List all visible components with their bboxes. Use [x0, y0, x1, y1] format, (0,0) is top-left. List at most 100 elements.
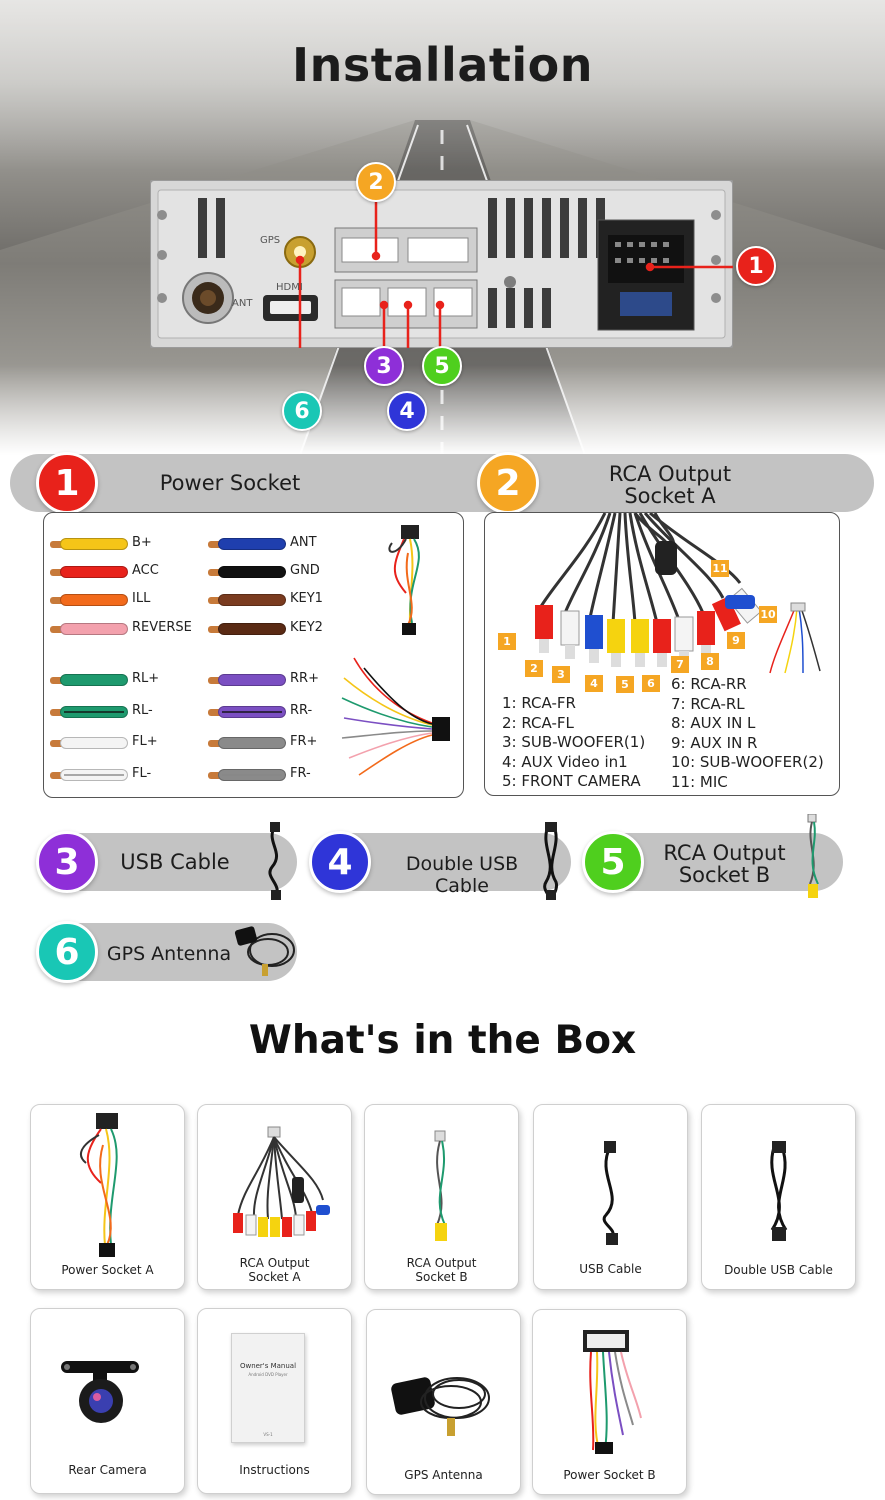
- copper-strip: [208, 597, 224, 604]
- box-item-rca-output-socket-b: RCA Output Socket B: [364, 1104, 519, 1290]
- wire-label: GND: [290, 563, 320, 578]
- rca-list-item: 4: AUX Video in1: [502, 752, 628, 771]
- wire-label: RR-: [290, 703, 313, 718]
- usb-cable-badge: 3: [36, 831, 98, 893]
- manual-page: VS-1: [263, 1432, 273, 1437]
- usb-cable-label: USB Cable: [120, 850, 230, 874]
- box-item-usb-cable: USB Cable: [533, 1104, 688, 1290]
- box-item-rear-camera: Rear Camera: [30, 1308, 185, 1494]
- sky-fog: [0, 0, 885, 170]
- wire-jacket: [218, 674, 286, 686]
- rca-a-badge: 2: [477, 452, 539, 514]
- gps-antenna-icon: [234, 926, 295, 976]
- power-socket-label: Power Socket: [159, 471, 301, 495]
- rca-a-label-line2: Socket A: [624, 484, 716, 508]
- harness-illustration: [341, 525, 450, 776]
- wire-label: ANT: [290, 535, 317, 550]
- head-unit-rear: GPS ANT HDMI: [150, 180, 733, 348]
- rca-tag-11: 11: [711, 560, 729, 577]
- rca-list-item: 1: RCA-FR: [502, 694, 576, 712]
- box-section-title: What's in the Box: [248, 1018, 637, 1063]
- wire-label: KEY1: [290, 591, 323, 606]
- wire-label: FL-: [132, 766, 152, 781]
- wire-label: ILL: [132, 591, 151, 606]
- double-usb-badge: 4: [309, 831, 371, 893]
- rca-list-item: 6: RCA-RR: [671, 675, 747, 693]
- box-item-caption: Double USB Cable: [724, 1263, 833, 1277]
- copper-strip: [208, 740, 224, 747]
- rca-tag-2: 2: [525, 660, 543, 677]
- wire-jacket: [218, 566, 286, 578]
- caption-line2: Socket B: [415, 1270, 468, 1284]
- rca-list-right: 6: RCA-RR 7: RCA-RL 8: AUX IN L 9: AUX I…: [671, 675, 824, 792]
- copper-strip: [50, 569, 66, 576]
- wire-label: REVERSE: [132, 620, 192, 635]
- box-item-rca-output-socket-a: RCA Output Socket A: [197, 1104, 352, 1290]
- socket-header-bar: [10, 454, 874, 512]
- copper-strip: [208, 569, 224, 576]
- rca-tag-10: 10: [759, 606, 777, 623]
- rca-output-b-icon: [434, 1130, 447, 1241]
- rca-tag-9: 9: [727, 632, 745, 649]
- copper-strip: [208, 677, 224, 684]
- double-usb-box-icon: [770, 1141, 788, 1241]
- wire-jacket: [218, 594, 286, 606]
- copper-strip: [50, 772, 66, 779]
- rca-tag-3: 3: [552, 666, 570, 683]
- usb-cable-box-icon: [602, 1141, 618, 1245]
- rca-a-label-line1: RCA Output: [608, 462, 732, 486]
- box-item-power-socket-b: Power Socket B: [532, 1309, 687, 1495]
- wire-jacket: [60, 538, 128, 550]
- rca-list-item: 3: SUB-WOOFER(1): [502, 733, 646, 751]
- rear-camera-icon: [61, 1361, 139, 1423]
- callout-badge-4: 4: [387, 391, 427, 431]
- copper-strip: [208, 772, 224, 779]
- copper-strip: [50, 740, 66, 747]
- wire-label: KEY2: [290, 620, 323, 635]
- caption-line1: RCA Output: [406, 1256, 477, 1270]
- box-item-caption: RCA Output Socket A: [198, 1256, 351, 1284]
- copper-strip: [50, 626, 66, 633]
- wire-jacket: [218, 737, 286, 749]
- copper-strip: [208, 626, 224, 633]
- box-item-gps-antenna: GPS Antenna: [366, 1309, 521, 1495]
- installation-title: Installation: [292, 38, 593, 92]
- wire-jacket: [60, 737, 128, 749]
- rca-tag-8: 8: [701, 653, 719, 670]
- wire-label: RL-: [132, 703, 153, 718]
- rca-b-label: RCA Output Socket B: [652, 842, 797, 886]
- copper-strip: [50, 709, 66, 716]
- copper-strip: [50, 597, 66, 604]
- callout-badge-5: 5: [422, 346, 462, 386]
- installation-hero: Installation: [0, 0, 885, 455]
- caption-line1: RCA Output: [239, 1256, 310, 1270]
- wire-jacket: [218, 623, 286, 635]
- box-item-caption: USB Cable: [579, 1262, 642, 1276]
- rca-list-item: 2: RCA-FL: [502, 713, 574, 732]
- wire-jacket: [60, 566, 128, 578]
- callout-badge-2: 2: [356, 162, 396, 202]
- wire-label: RL+: [132, 671, 160, 686]
- manual-title: Owner's Manual: [239, 1362, 297, 1370]
- gps-antenna-box-icon: [391, 1377, 490, 1436]
- wire-stripe: [222, 774, 282, 776]
- wire-stripe: [64, 774, 124, 776]
- power-socket-badge: 1: [36, 452, 98, 514]
- rca-b-badge: 5: [582, 831, 644, 893]
- callout-badge-3: 3: [364, 346, 404, 386]
- copper-strip: [208, 541, 224, 548]
- box-item-caption: RCA Output Socket B: [365, 1256, 518, 1284]
- box-item-caption: Rear Camera: [68, 1463, 147, 1477]
- wire-stripe: [64, 711, 124, 713]
- box-item-caption: Power Socket B: [563, 1468, 656, 1482]
- rca-list-left: 1: RCA-FR 2: RCA-FL 3: SUB-WOOFER(1) 4: …: [502, 694, 645, 792]
- copper-strip: [50, 677, 66, 684]
- rca-b-icon: [807, 814, 819, 898]
- manual-booklet: Owner's Manual Android DVD Player VS-1: [231, 1333, 305, 1443]
- caption-line2: Socket A: [248, 1270, 301, 1284]
- rca-tag-6: 6: [642, 675, 660, 692]
- rca-tag-1: 1: [498, 633, 516, 650]
- ant-port-label: ANT: [232, 298, 253, 309]
